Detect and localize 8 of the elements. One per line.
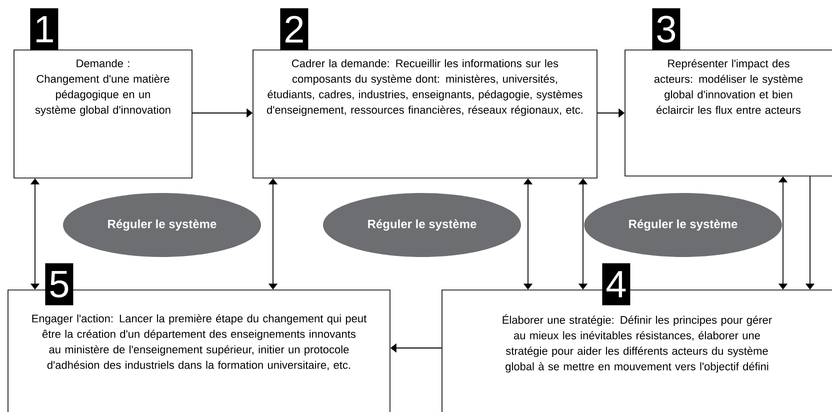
step-number: 1 (30, 8, 58, 50)
step-number: 4 (602, 263, 630, 306)
step-box: Représenter l'impact des acteurs: modéliser le système global d'innovation et bien éclaircir les flux entre acteurs (624, 50, 832, 176)
step-number: 5 (45, 263, 74, 306)
step-number: 2 (280, 8, 308, 50)
step-box: Demande : Changement d'une matière pédagogique en un système global d'innovation (14, 50, 192, 178)
step-number: 3 (652, 8, 680, 50)
step-box: Cadrer la demande: Recueillir les informations sur les composants du système dont: ministères, universités, étudiants, cadres, industries, enseignants, pédagogie, systèmes d'enseignement, ressources financières, réseaux régionaux, etc. (252, 50, 598, 178)
